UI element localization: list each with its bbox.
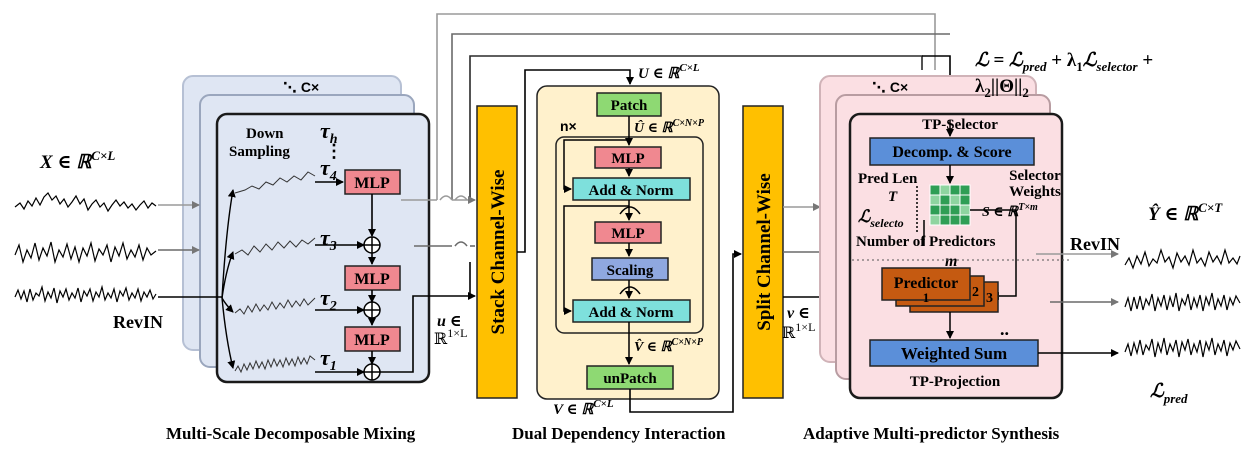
- mixing-module: ⋱ C× Down Sampling τh ⋮ τ4 τ3 τ2 τ1 MLP …: [14, 75, 476, 443]
- selector-label: Selector: [1009, 168, 1061, 184]
- m-label: m: [945, 253, 957, 270]
- tp-selector-label: TP-Selector: [922, 117, 998, 133]
- input-series-1: [14, 192, 157, 213]
- v-label: V ∈ ℝC×L: [553, 398, 614, 418]
- downsample-arrows: [221, 189, 236, 369]
- mixing-c-times: ⋱ C×: [283, 79, 319, 95]
- tau-dots: ⋮: [325, 141, 343, 161]
- scale-signal-1: [234, 355, 316, 374]
- down-label: Down: [246, 126, 284, 142]
- mixing-caption: Multi-Scale Decomposable Mixing: [166, 424, 416, 443]
- mlp-label-4: MLP: [354, 175, 390, 192]
- sampling-label: Sampling: [229, 144, 290, 160]
- revin-in-label: RevIN: [113, 312, 163, 332]
- split-label: Split Channel-Wise: [754, 173, 775, 331]
- loss-formula-line1: ℒ = ℒpred + λ1ℒselector +: [975, 50, 1153, 74]
- dual-to-split-arrow: [629, 250, 742, 413]
- tau-3-label: τ3: [320, 225, 337, 254]
- pred-len-label: Pred Len: [858, 171, 918, 187]
- bypass-lines: [436, 13, 951, 200]
- output-module: Ŷ ∈ ℝC×T RevIN ℒpred: [1036, 200, 1241, 406]
- mixing-arrows: [315, 178, 476, 376]
- predictor-dots: ..: [1000, 319, 1009, 339]
- dual-mlp-box-2: [594, 221, 662, 244]
- dual-caption: Dual Dependency Interaction: [512, 424, 726, 443]
- patch-label: Patch: [611, 98, 648, 114]
- v-space-label: ℝ1×L: [782, 320, 815, 342]
- dual-mlp-label-2: MLP: [611, 226, 644, 242]
- dual-mlp-box-1: [594, 146, 662, 169]
- scaling-label: Scaling: [607, 263, 654, 279]
- u-label: u ∈: [437, 313, 462, 330]
- num-predictors-label: Number of Predictors: [856, 234, 996, 250]
- scaling-box: [591, 257, 669, 281]
- weighted-sum-box: [869, 339, 1039, 367]
- input-x-label: X ∈ ℝC×L: [39, 148, 115, 173]
- synth-panel-front: [848, 112, 1064, 400]
- add-norm-box-1: [572, 177, 691, 201]
- n-times-label: n×: [560, 118, 577, 134]
- selector-arrows: [916, 120, 1017, 300]
- add-norm-label-2: Add & Norm: [589, 305, 675, 321]
- output-series-3: [1124, 337, 1241, 358]
- stack-bar: [476, 105, 518, 399]
- output-y-label: Ŷ ∈ ℝC×T: [1148, 200, 1223, 225]
- predictor-index-1: 1: [923, 290, 930, 305]
- u-space-label: ℝ1×L: [434, 326, 467, 348]
- uhat-label: Û ∈ ℝC×N×P: [634, 118, 705, 136]
- output-series-1: [1124, 247, 1241, 270]
- scale-signal-3: [234, 237, 316, 256]
- predictor-box-1: [881, 267, 971, 301]
- add-norm-label-1: Add & Norm: [589, 183, 675, 199]
- mlp-label-1: MLP: [354, 332, 390, 349]
- tp-projection-label: TP-Projection: [910, 374, 1001, 390]
- dual-arrows: [563, 116, 641, 365]
- weights-label: Weights: [1009, 184, 1061, 200]
- decomp-score-label: Decomp. & Score: [892, 144, 1011, 161]
- dual-module: U ∈ ℝC×L Patch n× Û ∈ ℝC×N×P MLP Add & N…: [512, 62, 742, 443]
- stack-label: Stack Channel-Wise: [488, 170, 509, 335]
- output-arrows: [1036, 250, 1119, 357]
- plus-circles: [363, 236, 381, 381]
- input-arrows: [158, 201, 222, 298]
- dual-mlp-label-1: MLP: [611, 151, 644, 167]
- output-L-pred-label: ℒpred: [1150, 381, 1188, 406]
- dual-U-label: U ∈ ℝC×L: [638, 62, 700, 82]
- scale-signal-2: [234, 297, 316, 315]
- weighted-sum-label: Weighted Sum: [901, 344, 1007, 363]
- revin-out-label: RevIN: [1070, 234, 1120, 254]
- predictor-index-3: 3: [986, 291, 993, 306]
- T-label: T: [888, 189, 898, 205]
- tau-h-label: τh: [320, 118, 338, 147]
- predictor-label: Predictor: [894, 275, 959, 292]
- input-series-2: [14, 240, 157, 265]
- unpatch-label: unPatch: [603, 371, 657, 387]
- stack-to-dual-arrow: [517, 69, 634, 253]
- output-series-2: [1124, 292, 1241, 312]
- decomp-score-box: [869, 137, 1035, 166]
- add-norm-box-2: [572, 299, 691, 323]
- split-channel-wise: Split Channel-Wise v ∈ ℝ1×L: [742, 105, 881, 399]
- loss-formula-line2: λ2||Θ||2: [975, 76, 1029, 100]
- synth-caption: Adaptive Multi-predictor Synthesis: [803, 424, 1060, 443]
- tau-1-label: τ1: [320, 345, 337, 374]
- synth-module: ⋱ C× ℒ = ℒpred + λ1ℒselector + λ2||Θ||2 …: [803, 50, 1153, 443]
- mlp-label-2: MLP: [354, 271, 390, 288]
- tau-2-label: τ2: [320, 285, 337, 314]
- scale-signal-4: [234, 171, 316, 194]
- synth-c-times: ⋱ C×: [872, 79, 908, 95]
- selector-weights-grid: [929, 184, 971, 226]
- stack-channel-wise: Stack Channel-Wise: [476, 69, 634, 399]
- input-series-3: [14, 284, 157, 304]
- L-selector-label: ℒselecto: [858, 207, 904, 230]
- v-small-label: v ∈: [787, 305, 810, 322]
- back-panel-outputs: [401, 195, 476, 296]
- tau-4-label: τ4: [320, 155, 337, 184]
- predictor-index-2: 2: [972, 285, 979, 300]
- S-label: S ∈ ℝT×m: [982, 202, 1038, 220]
- vhat-label: V̂ ∈ ℝC×N×P: [634, 337, 704, 355]
- mlp-box-2: [344, 265, 401, 291]
